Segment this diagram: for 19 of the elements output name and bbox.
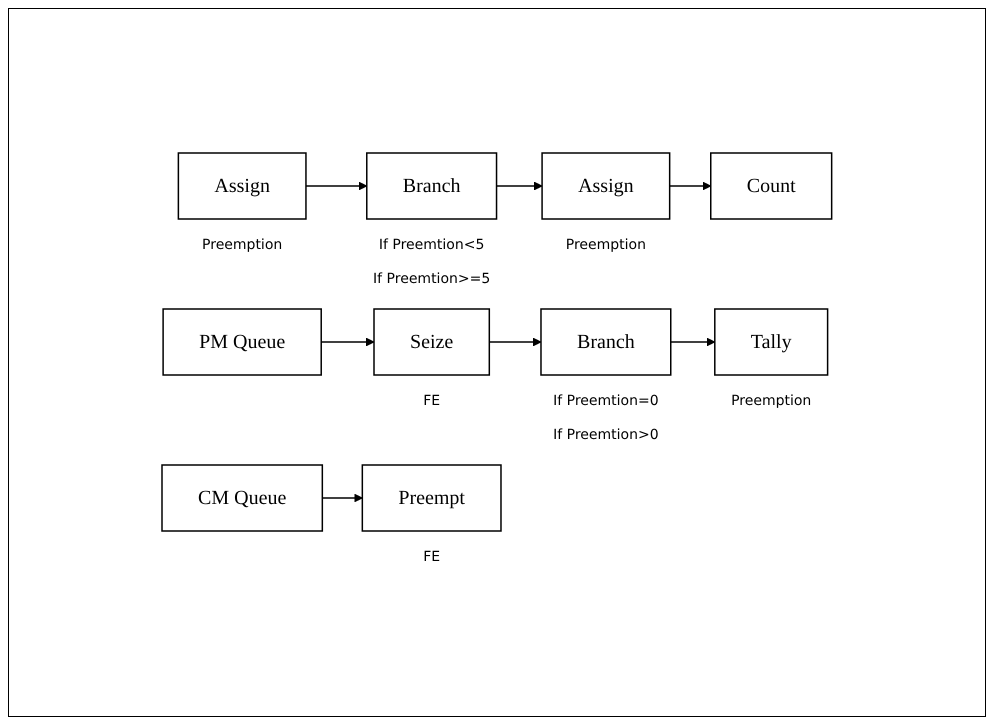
node-label: PM Queue	[199, 330, 286, 352]
node-label: Assign	[578, 174, 634, 196]
block-note: If Preemtion<5	[379, 236, 485, 252]
node-label: Assign	[214, 174, 270, 196]
node-label: Branch	[402, 174, 461, 196]
node-label: Tally	[750, 330, 792, 352]
block-note: Preemption	[731, 392, 812, 408]
block-note: Preemption	[566, 236, 646, 252]
node-label: Preempt	[398, 486, 466, 508]
node-label: Seize	[410, 330, 454, 352]
node-label: CM Queue	[198, 486, 286, 508]
block-note: If Preemtion>=5	[373, 270, 490, 286]
block-note: Preemption	[202, 236, 282, 252]
block-note: If Preemtion>0	[553, 426, 659, 442]
block-note: FE	[423, 392, 440, 408]
node-label: Branch	[577, 330, 635, 352]
block-note: FE	[423, 548, 440, 564]
block-note: If Preemtion=0	[553, 392, 659, 408]
node-label: Count	[746, 174, 796, 196]
